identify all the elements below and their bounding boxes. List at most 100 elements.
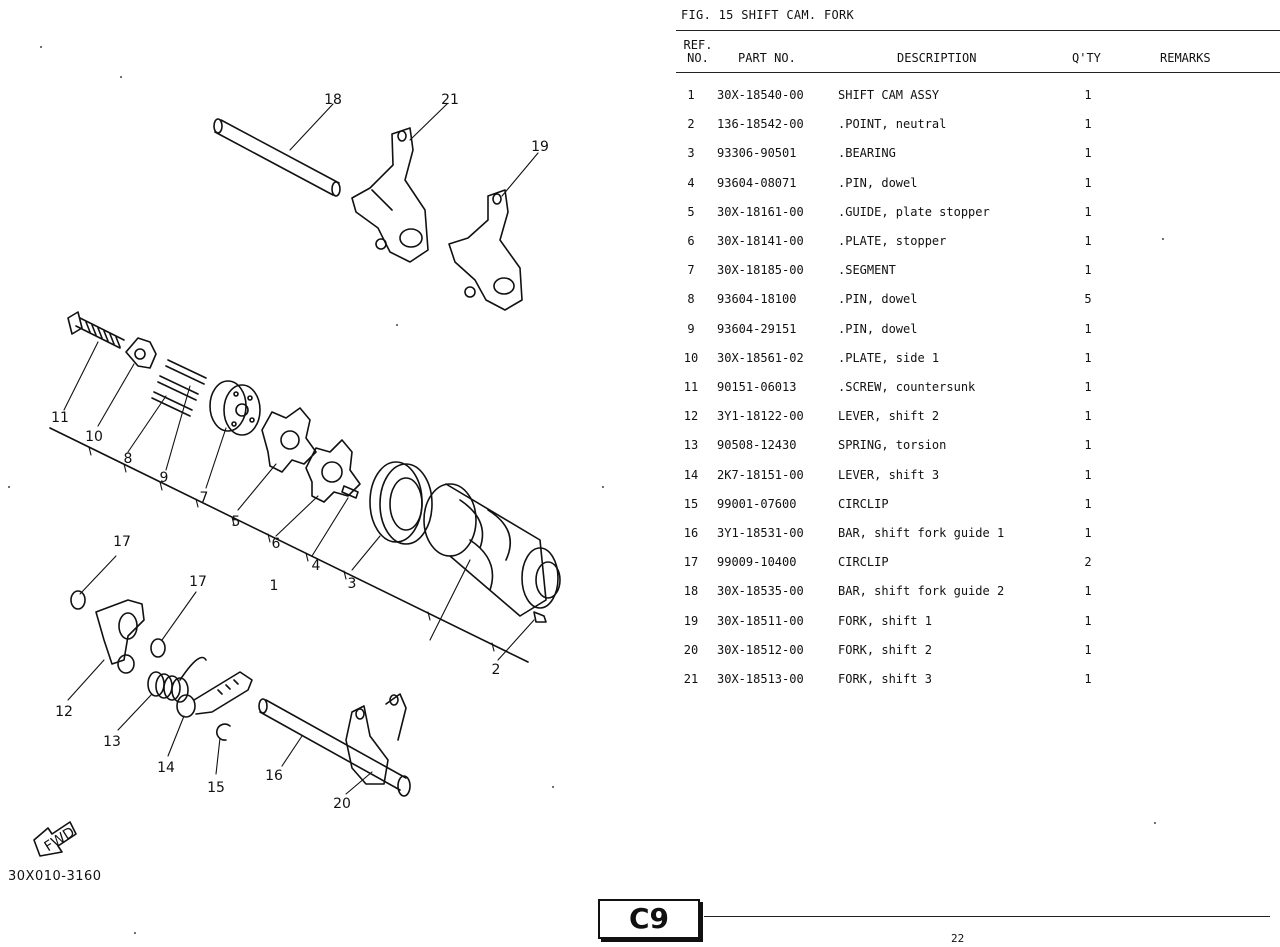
cell-ref-no: 2: [687, 117, 695, 132]
cell-qty: 5: [1084, 292, 1092, 307]
scan-speck: [552, 786, 554, 788]
cell-ref-no: 17: [683, 555, 699, 570]
cell-qty: 1: [1084, 263, 1092, 278]
callout-19: 19: [531, 139, 549, 155]
cell-part-no: 99009-10400: [717, 555, 797, 570]
cell-ref-no: 14: [683, 467, 699, 482]
cell-qty: 1: [1084, 117, 1092, 132]
scan-speck: [396, 324, 398, 326]
callout-18: 18: [324, 92, 342, 108]
shift-fork-20: [345, 693, 407, 785]
cell-description: FORK, shift 1: [838, 613, 932, 628]
cell-ref-no: 1: [687, 88, 695, 102]
cell-ref-no: 16: [683, 526, 699, 540]
page-number: 22: [951, 932, 965, 945]
scan-speck: [40, 46, 42, 48]
cell-part-no: 30X-18141-00: [717, 234, 804, 248]
cell-ref-no: 12: [683, 409, 699, 424]
dowel-pins-8-9: [151, 359, 207, 417]
screw-11: [67, 311, 125, 349]
lever-shift-12: [95, 599, 145, 674]
header-description: DESCRIPTION: [897, 51, 977, 65]
cell-description: FORK, shift 2: [838, 642, 932, 657]
cell-qty: 1: [1084, 672, 1092, 686]
segment-7: [209, 380, 261, 436]
cell-description: .PIN, dowel: [838, 175, 918, 190]
cell-ref-no: 15: [683, 496, 699, 511]
cell-description: FORK, shift 3: [838, 672, 932, 686]
section-badge: C9: [598, 899, 700, 939]
cell-qty: 1: [1084, 642, 1092, 657]
cell-qty: 1: [1084, 584, 1092, 599]
header-qty: Q'TY: [1072, 51, 1101, 65]
cell-qty: 1: [1084, 175, 1092, 190]
cell-qty: 1: [1084, 234, 1092, 248]
cell-description: LEVER, shift 3: [838, 467, 940, 482]
callout-6: 6: [272, 536, 281, 552]
table-row: 21 30X-18513-00 FORK, shift 3 1: [676, 672, 1280, 692]
cell-part-no: 93306-90501: [717, 146, 797, 161]
cell-qty: 1: [1084, 438, 1092, 453]
callout-10: 10: [85, 429, 103, 445]
cell-description: .PLATE, side 1: [838, 350, 940, 365]
cell-part-no: 3Y1-18122-00: [717, 409, 804, 424]
callout-1: 1: [270, 578, 279, 594]
cell-part-no: 30X-18540-00: [717, 88, 804, 102]
cell-part-no: 93604-29151: [717, 321, 797, 336]
cell-description: SPRING, torsion: [838, 438, 947, 453]
callout-leaders: [63, 103, 539, 795]
cell-ref-no: 21: [683, 672, 699, 686]
parts-list: FIG. 15 SHIFT CAM. FORK REF. NO. PART NO…: [676, 0, 1280, 900]
neutral-point-2: [533, 611, 547, 623]
stopper-plate-6: [305, 439, 361, 503]
shift-fork-21: [351, 127, 429, 263]
bearing-3: [369, 461, 433, 545]
callout-2: 2: [492, 662, 501, 678]
cell-ref-no: 20: [683, 642, 699, 657]
cell-qty: 1: [1084, 88, 1092, 102]
scan-speck: [602, 486, 604, 488]
callout-5: 5: [232, 514, 241, 530]
cell-part-no: 30X-18161-00: [717, 204, 804, 219]
callout-17: 17: [113, 534, 131, 550]
cell-part-no: 30X-18561-02: [717, 350, 804, 365]
circlip-17a: [70, 590, 86, 610]
cell-description: .SEGMENT: [838, 263, 896, 278]
callout-3: 3: [348, 576, 357, 592]
cell-description: BAR, shift fork guide 2: [838, 584, 1005, 599]
cell-part-no: 93604-18100: [717, 292, 797, 307]
footer-rule: [704, 916, 1270, 917]
cell-ref-no: 11: [683, 380, 699, 394]
cell-qty: 1: [1084, 350, 1092, 365]
cell-ref-no: 13: [683, 438, 699, 453]
cell-ref-no: 5: [687, 204, 695, 219]
guide-bar-16: [258, 698, 411, 797]
cell-ref-no: 10: [683, 350, 699, 365]
cell-description: .PIN, dowel: [838, 321, 918, 336]
table-row: 10 30X-18561-02 .PLATE, side 1 1: [676, 351, 1280, 371]
cell-part-no: 30X-18513-00: [717, 672, 804, 686]
fwd-arrow-icon: [33, 821, 77, 857]
cell-qty: 1: [1084, 204, 1092, 219]
callout-9: 9: [160, 470, 169, 486]
plate-stopper-guide-5: [261, 407, 317, 473]
cell-qty: 1: [1084, 496, 1092, 511]
drawing-code: 30X010-3160: [8, 869, 102, 884]
cell-part-no: 30X-18511-00: [717, 613, 804, 628]
scan-speck: [120, 76, 122, 78]
